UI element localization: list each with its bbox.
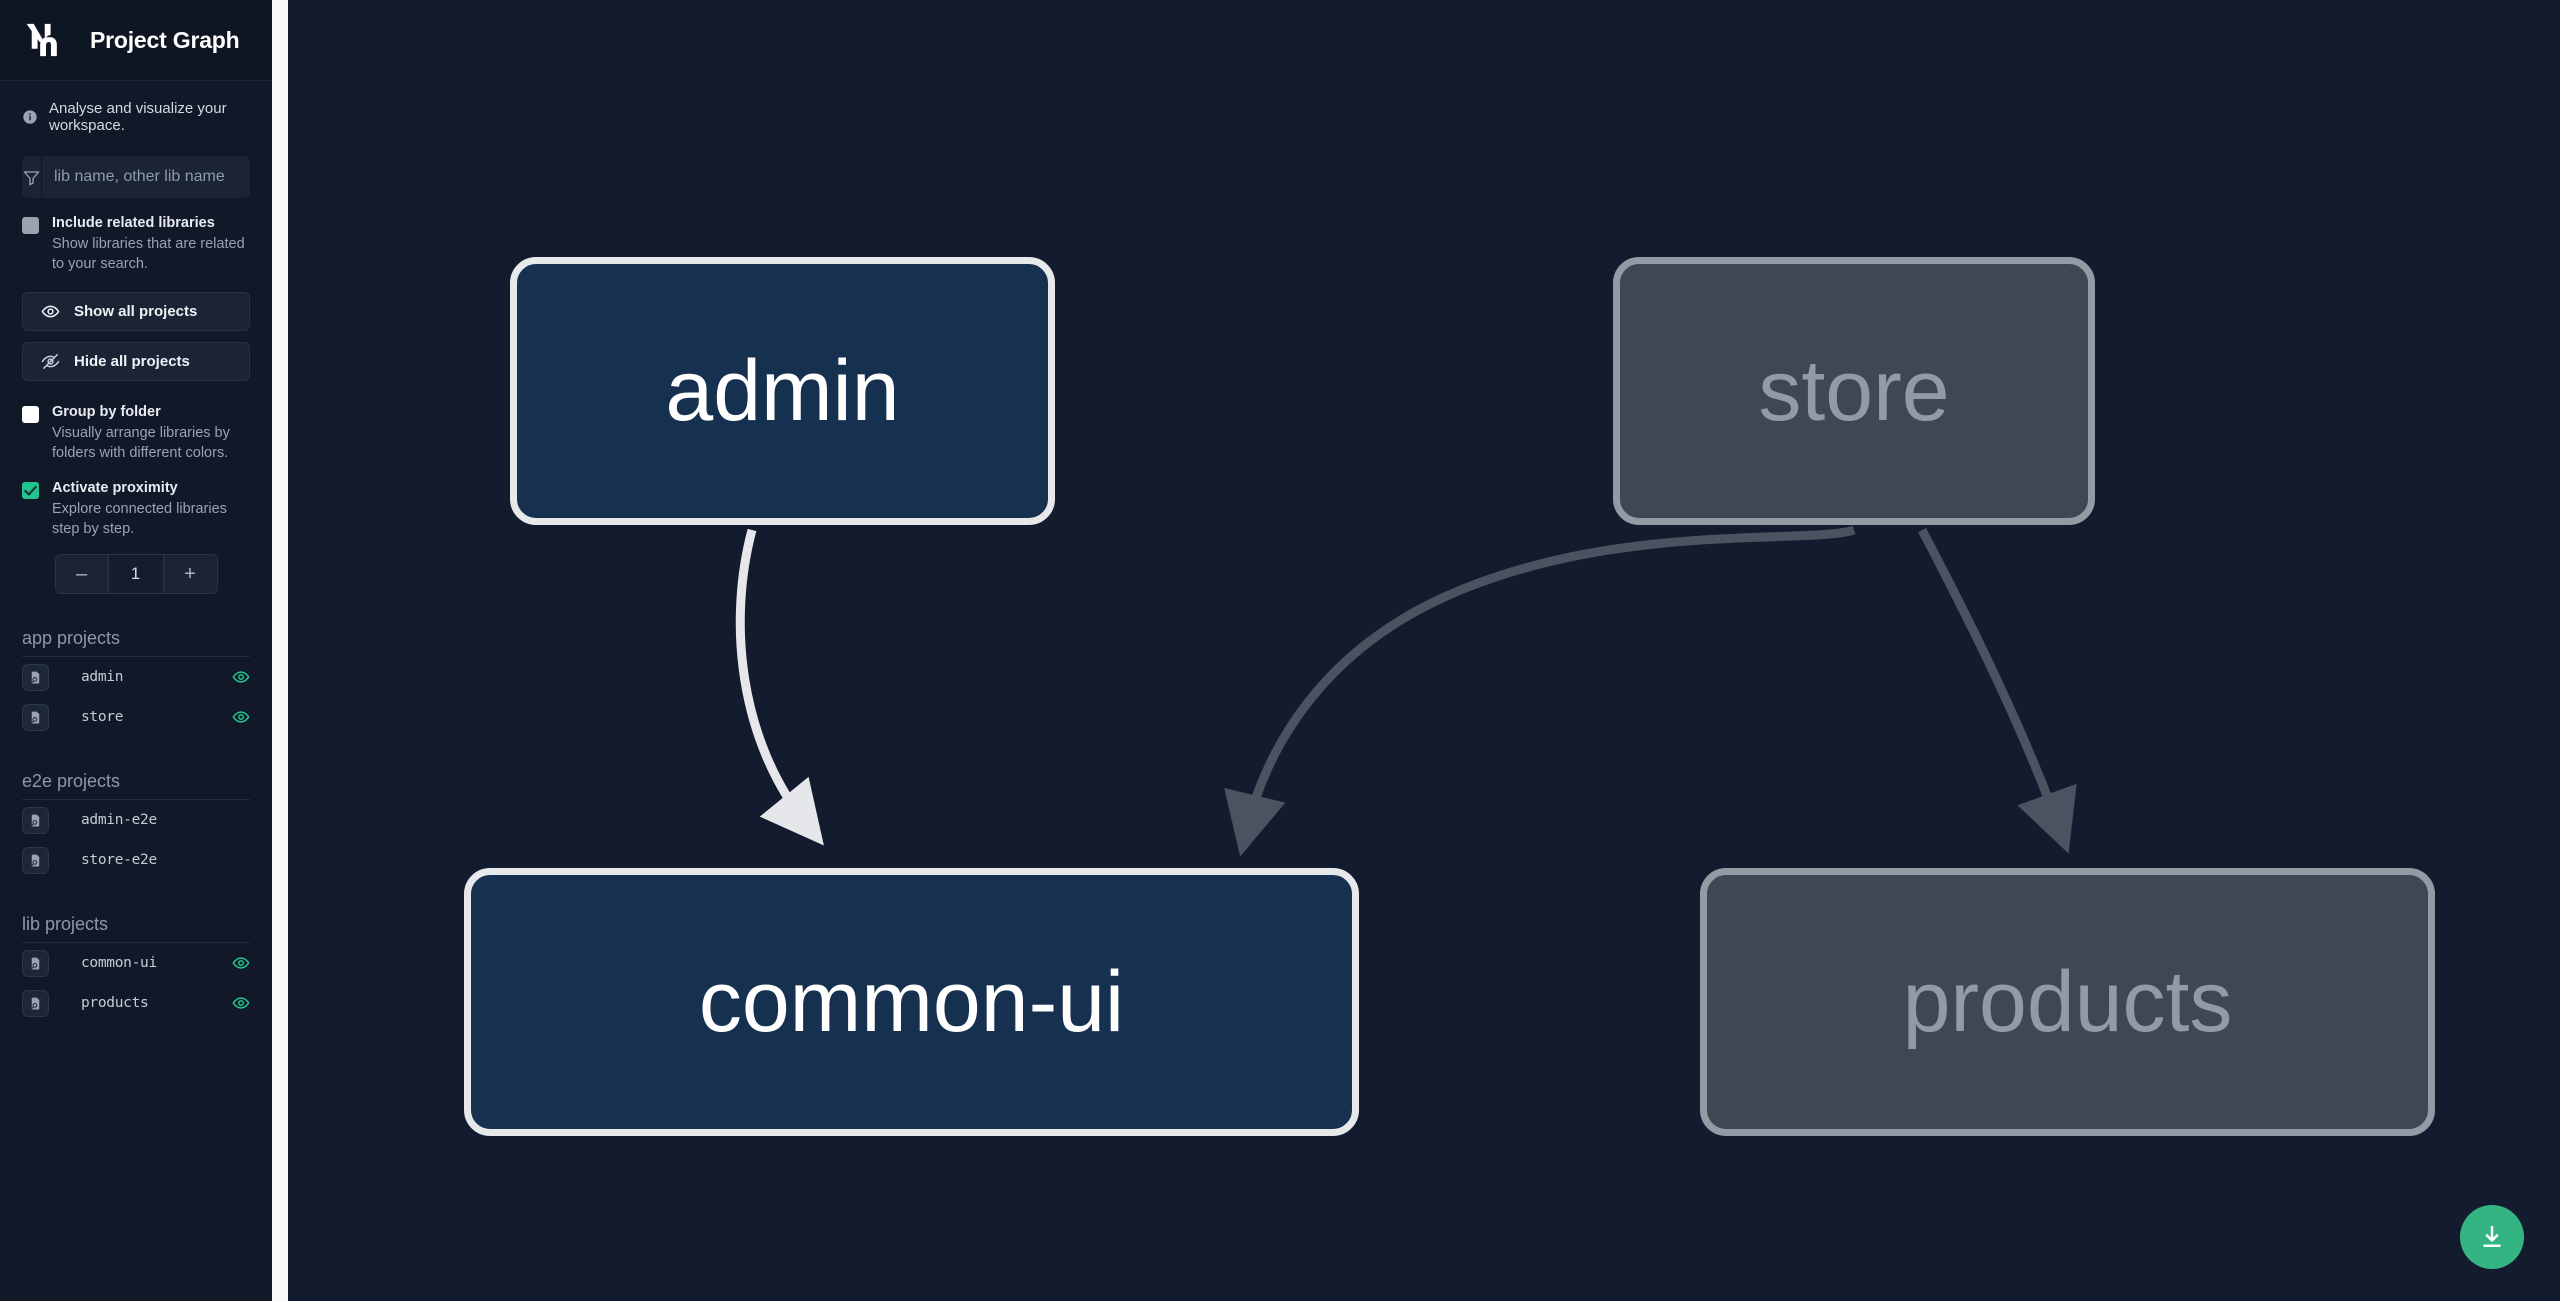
- section-title-lib-projects: lib projects: [22, 914, 109, 934]
- group-by-folder-label: Group by folder: [52, 404, 161, 420]
- sidebar-header: Project Graph: [0, 0, 272, 81]
- activate-proximity-label: Activate proximity: [52, 480, 178, 496]
- proximity-increment-button[interactable]: +: [163, 555, 217, 593]
- graph-node-products[interactable]: products: [1700, 868, 2435, 1136]
- graph-node-common-ui[interactable]: common-ui: [464, 868, 1359, 1136]
- project-file-icon: [22, 846, 49, 874]
- include-related-libraries-row[interactable]: Include related libraries Show libraries…: [0, 198, 272, 274]
- filter-icon: [22, 156, 42, 198]
- graph-node-label: products: [1902, 954, 2233, 1050]
- activate-proximity-checkbox[interactable]: [22, 482, 39, 499]
- project-file-icon: [22, 663, 49, 691]
- project-row-store[interactable]: store: [22, 697, 250, 737]
- project-file-icon: [22, 703, 49, 731]
- group-by-folder-checkbox[interactable]: [22, 406, 39, 423]
- edge-store-to-products: [1918, 527, 2077, 854]
- project-row-common-ui[interactable]: common-ui: [22, 943, 250, 983]
- group-by-folder-description: Visually arrange libraries by folders wi…: [52, 425, 230, 461]
- project-name: admin: [81, 669, 124, 685]
- graph-node-admin[interactable]: admin: [510, 257, 1055, 525]
- proximity-value: 1: [108, 555, 164, 593]
- section-title-e2e-projects: e2e projects: [22, 771, 121, 791]
- project-name: admin-e2e: [81, 812, 157, 828]
- page-title: Project Graph: [90, 26, 240, 53]
- activate-proximity-row[interactable]: Activate proximity Explore connected lib…: [0, 463, 272, 539]
- sidebar: Project Graph Analyse and visualize your…: [0, 0, 272, 1301]
- sidebar-subtitle-text: Analyse and visualize your workspace.: [49, 100, 227, 134]
- download-graph-button[interactable]: [2460, 1205, 2524, 1269]
- download-icon: [2483, 1225, 2501, 1247]
- include-related-libraries-label: Include related libraries: [52, 215, 215, 231]
- section-divider: [22, 942, 250, 943]
- project-file-icon: [22, 989, 49, 1017]
- project-name: store-e2e: [81, 852, 157, 868]
- hide-all-projects-button[interactable]: Hide all projects: [22, 342, 250, 381]
- section-divider: [22, 656, 250, 657]
- eye-off-icon: [41, 354, 60, 369]
- visibility-buttons: Show all projects Hide all projects: [0, 274, 272, 381]
- search-row: [0, 134, 272, 198]
- graph-node-label: store: [1758, 343, 1950, 439]
- graph-node-store[interactable]: store: [1613, 257, 2095, 525]
- graph-node-label: admin: [665, 343, 900, 439]
- project-row-admin[interactable]: admin: [22, 657, 250, 697]
- sidebar-subtitle: Analyse and visualize your workspace.: [0, 81, 272, 134]
- sidebar-resizer[interactable]: [272, 0, 288, 1301]
- hide-all-projects-label: Hide all projects: [74, 353, 190, 370]
- edge-store-to-common-ui: [1224, 525, 1856, 857]
- activate-proximity-description: Explore connected libraries step by step…: [52, 501, 227, 537]
- project-row-products[interactable]: products: [22, 983, 250, 1023]
- project-name: products: [81, 995, 149, 1011]
- graph-node-label: common-ui: [698, 954, 1125, 1050]
- project-file-icon: [22, 949, 49, 977]
- proximity-stepper: – 1 +: [22, 554, 250, 594]
- project-row-admin-e2e[interactable]: admin-e2e: [22, 800, 250, 840]
- section-app-projects: app projects admin store: [0, 628, 272, 737]
- proximity-decrement-button[interactable]: –: [55, 555, 109, 593]
- show-all-projects-label: Show all projects: [74, 303, 198, 320]
- project-file-icon: [22, 806, 49, 834]
- graph-canvas[interactable]: admin store common-ui products: [288, 0, 2560, 1301]
- section-e2e-projects: e2e projects admin-e2e store-e2e: [0, 771, 272, 880]
- section-title-app-projects: app projects: [22, 628, 121, 648]
- info-icon: [23, 110, 37, 124]
- project-name: common-ui: [81, 955, 157, 971]
- section-divider: [22, 799, 250, 800]
- project-visibility-eye-icon[interactable]: [232, 668, 250, 686]
- search-input[interactable]: [42, 156, 250, 198]
- group-by-folder-row[interactable]: Group by folder Visually arrange librari…: [0, 381, 272, 463]
- edge-admin-to-common-ui: [735, 528, 824, 846]
- eye-icon: [41, 305, 60, 318]
- show-all-projects-button[interactable]: Show all projects: [22, 292, 250, 331]
- section-lib-projects: lib projects common-ui products: [0, 914, 272, 1023]
- project-row-store-e2e[interactable]: store-e2e: [22, 840, 250, 880]
- project-visibility-eye-icon[interactable]: [232, 954, 250, 972]
- nx-logo-icon: [26, 23, 57, 57]
- search-box[interactable]: [22, 156, 250, 198]
- include-related-libraries-checkbox[interactable]: [22, 217, 39, 234]
- project-visibility-eye-icon[interactable]: [232, 994, 250, 1012]
- graph-edges: [735, 525, 2077, 857]
- include-related-libraries-description: Show libraries that are related to your …: [52, 236, 245, 272]
- project-name: store: [81, 709, 124, 725]
- project-visibility-eye-icon[interactable]: [232, 708, 250, 726]
